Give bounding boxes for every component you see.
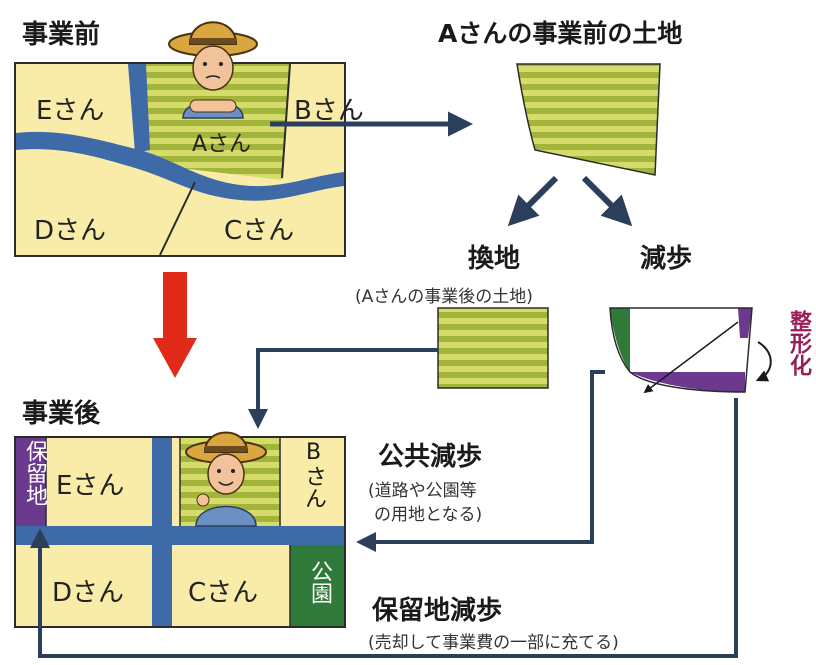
arrow-to-genbu bbox=[581, 175, 633, 227]
kanchi-sublabel: (Aさんの事業後の土地) bbox=[355, 287, 533, 307]
after-e-label: Eさん bbox=[56, 471, 125, 501]
before-b-label: Bさん bbox=[294, 96, 364, 126]
after-road-horizontal bbox=[16, 526, 344, 545]
a-land-before-title: Aさんの事業前の土地 bbox=[438, 19, 683, 48]
after-d-label: Dさん bbox=[52, 578, 125, 608]
before-road-vertical bbox=[128, 64, 150, 153]
public-genbu-label: 公共減歩 bbox=[378, 442, 483, 472]
after-reserve-label: 保留地 bbox=[22, 440, 47, 506]
before-c-label: Cさん bbox=[224, 216, 295, 246]
after-b-label: Bさん bbox=[301, 440, 326, 509]
after-c-label: Cさん bbox=[188, 578, 259, 608]
connector-public-genbu bbox=[356, 370, 605, 552]
before-a-label: Aさん bbox=[192, 132, 252, 157]
after-park-label: 公園 bbox=[307, 560, 332, 604]
kanchi-label: 換地 bbox=[468, 244, 521, 274]
genbu-shape bbox=[609, 307, 753, 394]
genbu-label: 減歩 bbox=[640, 244, 693, 274]
red-down-arrow bbox=[153, 272, 197, 378]
before-map bbox=[14, 62, 346, 257]
farmer-after-icon bbox=[185, 431, 267, 527]
arrow-to-kanchi bbox=[507, 175, 559, 227]
after-road-vertical bbox=[152, 438, 172, 626]
after-park-parcel bbox=[290, 545, 344, 626]
reserve-genbu-sub: (売却して事業費の一部に充てる) bbox=[368, 633, 619, 653]
seikeika-label: 整形化 bbox=[786, 310, 811, 376]
after-title: 事業後 bbox=[22, 399, 101, 429]
before-title: 事業前 bbox=[22, 20, 101, 50]
connector-kanchi-to-after bbox=[248, 348, 438, 429]
public-genbu-sub2: の用地となる) bbox=[374, 505, 483, 525]
a-land-before-shape bbox=[516, 63, 661, 176]
before-e-label: Eさん bbox=[36, 96, 105, 126]
seikeika-curve-arrow bbox=[755, 341, 772, 382]
public-genbu-sub1: (道路や公園等 bbox=[368, 481, 477, 501]
before-road-main bbox=[16, 131, 344, 201]
kanchi-square bbox=[437, 307, 549, 389]
connector-reserve-genbu bbox=[30, 398, 738, 658]
before-d-label: Dさん bbox=[34, 216, 107, 246]
reserve-genbu-label: 保留地減歩 bbox=[372, 596, 503, 626]
before-a-parcel bbox=[135, 64, 290, 180]
after-reserve-parcel bbox=[16, 438, 46, 526]
farmer-before-icon bbox=[168, 21, 258, 119]
